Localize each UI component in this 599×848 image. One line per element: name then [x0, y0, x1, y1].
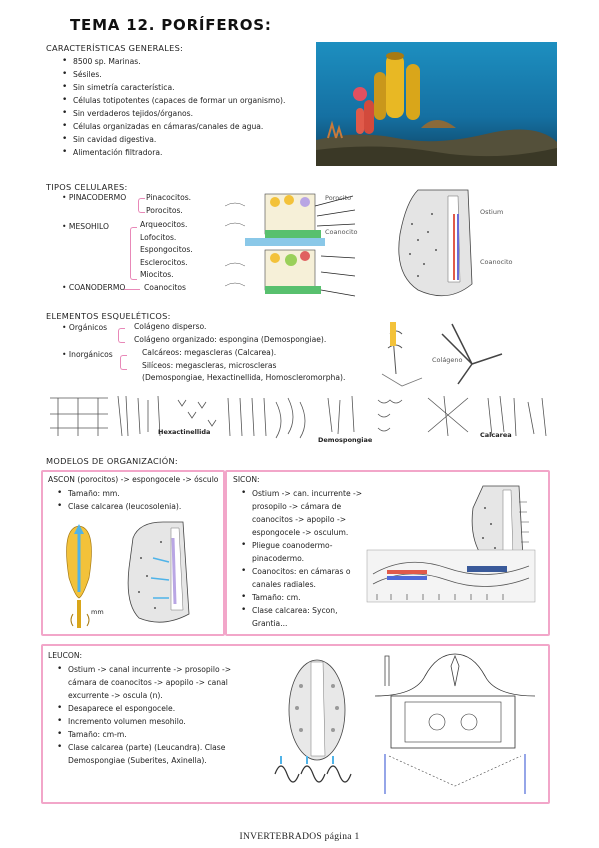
general-list: 8500 sp. Marinas.Sésiles.Sin simetría ca…: [62, 55, 312, 159]
organicos-bracket: [118, 328, 125, 343]
list-item: Coanocitos: en cámaras o canales radiale…: [241, 565, 365, 591]
list-item: Arqueocitos.: [140, 220, 188, 229]
leucon-list: Ostium -> canal incurrente -> prosopilo …: [57, 663, 257, 767]
sicon-box: SICON: Ostium -> can. incurrente -> pros…: [225, 470, 550, 636]
pinacodermo-text: PINACODERMO: [68, 193, 127, 202]
coanodermo-arrow: [124, 289, 140, 290]
leucon-diagram: [274, 659, 352, 783]
svg-text:Colágeno: Colágeno: [432, 356, 463, 364]
list-item: 8500 sp. Marinas.: [62, 55, 312, 68]
svg-text:Ostium: Ostium: [480, 208, 503, 216]
list-item: (Demospongiae, Hexactinellida, Homoscler…: [142, 373, 346, 383]
ascon-diagram: [66, 521, 190, 628]
svg-text:Porocito: Porocito: [325, 194, 351, 202]
list-item: Incremento volumen mesohilo.: [57, 715, 257, 728]
list-item: Colágeno organizado: espongina (Demospon…: [134, 334, 327, 344]
list-item: Miocitos.: [140, 270, 174, 280]
list-item: Tamaño: cm.: [241, 591, 365, 604]
ascon-list: Tamaño: mm.Clase calcarea (leucosolenia)…: [57, 487, 217, 513]
coanodermo-items: Coanocitos: [144, 282, 186, 295]
list-item: Pinacocitos.: [146, 193, 192, 202]
cell-types-heading: TIPOS CELULARES:: [46, 182, 128, 192]
coanodermo-label: • COANODERMO: [62, 283, 126, 292]
ascon-fig-label: mm: [91, 608, 104, 616]
list-item: Espongocitos.: [140, 245, 193, 255]
list-item: Pliegue coanodermo-pinacodermo.: [241, 539, 365, 565]
list-item: Ostium -> can. incurrente -> prosopilo -…: [241, 487, 365, 539]
page-title: TEMA 12. PORÍFEROS:: [70, 16, 272, 34]
list-item: Esclerocitos.: [140, 257, 188, 267]
skeletal-heading: ELEMENTOS ESQUELÉTICOS:: [46, 311, 171, 321]
list-item: Sin cavidad digestiva.: [62, 133, 312, 146]
list-item: Porocitos.: [146, 205, 183, 215]
cell-layers-diagram: Porocito Coanocito: [224, 193, 358, 297]
sponge-photo: [316, 42, 557, 166]
fig-label-hexactinellida: Hexactinellida: [158, 428, 211, 436]
sponge-section-diagram: Ostium Coanocito: [398, 189, 513, 297]
list-item: Ostium -> canal incurrente -> prosopilo …: [57, 663, 257, 702]
pinacodermo-items: Pinacocitos. Porocitos.: [146, 192, 191, 217]
general-heading: CARACTERÍSTICAS GENERALES:: [46, 43, 184, 53]
pinacodermo-label: • PINACODERMO: [62, 193, 127, 202]
list-item: Silíceos: megascleras, microscleras: [142, 360, 277, 370]
models-heading: MODELOS DE ORGANIZACIÓN:: [46, 456, 178, 466]
list-item: Tamaño: cm-m.: [57, 728, 257, 741]
list-item: Colágeno disperso.: [134, 322, 207, 331]
list-item: Sin simetría característica.: [62, 81, 312, 94]
page-footer: INVERTEBRADOS página 1: [239, 832, 360, 842]
pinacodermo-bracket: [138, 198, 145, 213]
list-item: Desaparece el espongocele.: [57, 702, 257, 715]
list-item: Clase calcarea (leucosolenia).: [57, 500, 217, 513]
list-item: Lofocitos.: [140, 232, 177, 242]
sicon-list: Ostium -> can. incurrente -> prosopilo -…: [241, 487, 365, 630]
ascon-box: ASCON (porocitos) -> espongocele -> óscu…: [41, 470, 225, 636]
mesohilo-bracket: [130, 227, 137, 280]
mesohilo-text: MESOHILO: [68, 222, 109, 231]
list-item: Células organizadas en cámaras/canales d…: [62, 120, 312, 133]
leucon-box: LEUCON: Ostium -> canal incurrente -> pr…: [41, 644, 550, 804]
list-item: Sin verdaderos tejidos/órganos.: [62, 107, 312, 120]
fig-label-demospongiae: Demospongiae: [318, 436, 373, 444]
leucon-flow-diagram: [374, 653, 536, 794]
spicule-strip: Hexactinellida Demospongiae Calcarea: [48, 392, 556, 444]
list-item: Calcáreos: megascleras (Calcarea).: [142, 348, 277, 357]
svg-text:Coanocito: Coanocito: [325, 228, 358, 236]
organicos-text: Orgánicos: [68, 323, 108, 332]
svg-text:Coanocito: Coanocito: [480, 258, 513, 266]
sicon-heading: SICON:: [233, 475, 260, 484]
inorganicos-label: • Inorgánicos: [62, 350, 113, 359]
list-item: Clase calcarea: Sycon, Grantia...: [241, 604, 365, 630]
mesohilo-items: Arqueocitos. Lofocitos. Espongocitos. Escle…: [140, 219, 193, 282]
leucon-heading: LEUCON:: [48, 651, 83, 660]
list-item: Clase calcarea (parte) (Leucandra). Clas…: [57, 741, 257, 767]
list-item: Tamaño: mm.: [57, 487, 217, 500]
list-item: Alimentación filtradora.: [62, 146, 312, 159]
coanodermo-text: COANODERMO: [68, 283, 126, 292]
skeleton-drawings: Colágeno: [381, 322, 503, 387]
mesohilo-label: • MESOHILO: [62, 222, 109, 231]
organicos-items: Colágeno disperso. Colágeno organizado: e…: [134, 321, 326, 346]
ascon-heading: ASCON (porocitos) -> espongocele -> óscu…: [48, 475, 219, 484]
list-item: Células totipotentes (capaces de formar …: [62, 94, 312, 107]
organicos-label: • Orgánicos: [62, 323, 108, 332]
inorganicos-items: Calcáreos: megascleras (Calcarea). Silíce…: [142, 347, 345, 385]
sicon-cross-section: [366, 549, 536, 603]
list-item: Coanocitos: [144, 283, 186, 292]
inorganicos-text: Inorgánicos: [68, 350, 113, 359]
list-item: Sésiles.: [62, 68, 312, 81]
fig-label-calcarea: Calcarea: [480, 431, 512, 439]
inorganicos-bracket: [120, 355, 127, 370]
